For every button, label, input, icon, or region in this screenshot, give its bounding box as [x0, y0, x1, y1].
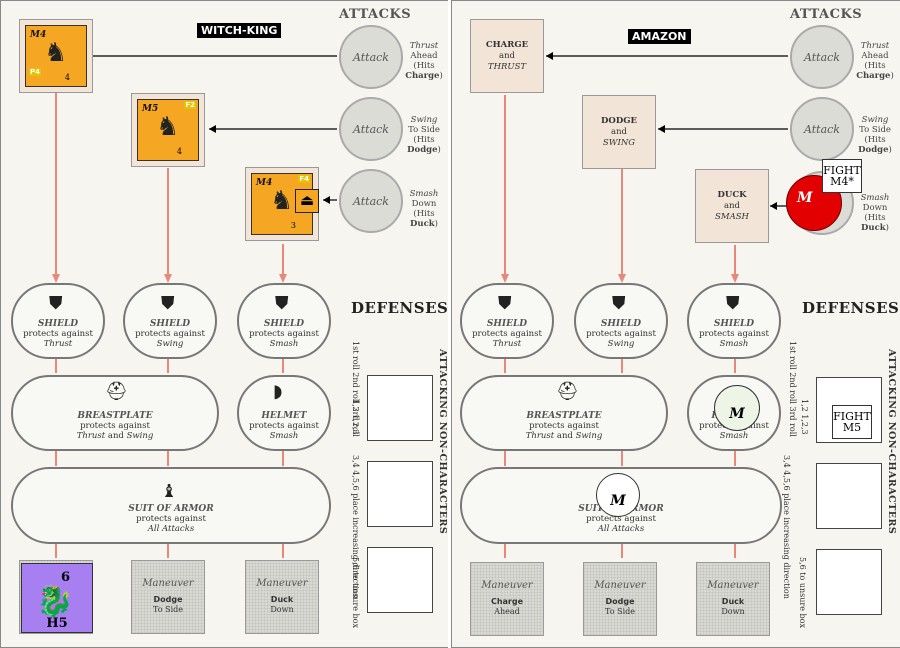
character-name: WITCH-KING: [197, 23, 282, 38]
roll-2-values: 3,4 4,5,6 place increasing direction: [351, 455, 360, 599]
roll-2-values: 3,4 4,5,6 place increasing direction: [782, 455, 791, 599]
counter-m5-f2[interactable]: M5 F2 ♞ 4: [137, 99, 199, 161]
attacks-heading: ATTACKS: [339, 7, 412, 22]
knight-icon: ♞: [156, 112, 180, 142]
side-title: ATTACKING NON-CHARACTERS: [437, 349, 448, 535]
knight-icon: ♞: [44, 38, 68, 68]
roll-3-values: 5,6 to unsure box: [351, 557, 360, 628]
attack-circle-swing[interactable]: Attack: [339, 97, 403, 161]
attack-circle-swing[interactable]: Attack: [790, 97, 854, 161]
shield-icon: ⛊: [161, 293, 175, 314]
shield-icon: ⛊: [49, 293, 63, 314]
side-box-3[interactable]: [367, 547, 433, 613]
shield-icon: ⛊: [726, 293, 740, 314]
attack-circle-thrust[interactable]: Attack: [790, 25, 854, 89]
counter-m4-p4[interactable]: M4 P4 ♞ 4: [25, 25, 87, 87]
defenses-heading: DEFENSES: [802, 299, 900, 317]
knight-icon: ♞: [270, 186, 294, 216]
breastplate-icon: ⛑: [105, 381, 128, 402]
board-divider: [448, 0, 451, 648]
suit-of-armor-icon: ♝: [161, 481, 178, 502]
roll-1-values: 1,2 1,2,3: [800, 399, 809, 435]
roll-3-values: 5,6 to unsure box: [798, 557, 807, 628]
side-box-2[interactable]: [367, 461, 433, 527]
side-title: ATTACKING NON-CHARACTERS: [886, 349, 897, 535]
character-name: AMAZON: [628, 29, 691, 44]
roll-1-values: 1,2 1,2,3: [351, 399, 360, 435]
helmet-armor-chit[interactable]: M: [714, 385, 760, 431]
monster-icon: 🐉: [36, 584, 74, 619]
attack-circle-thrust[interactable]: Attack: [339, 25, 403, 89]
roll-labels: 1st roll 2nd roll 3rd roll: [788, 341, 797, 437]
helmet-icon: ◗: [273, 381, 283, 402]
smash-marker-icon[interactable]: ⏏: [295, 189, 319, 213]
shield-icon: ⛊: [612, 293, 626, 314]
side-box-3[interactable]: [816, 549, 882, 615]
attack-circle-smash[interactable]: Attack: [339, 169, 403, 233]
side-box-1[interactable]: [367, 375, 433, 441]
side-box-2[interactable]: [816, 463, 882, 529]
roll-labels: 1st roll 2nd roll 3rd roll: [351, 341, 360, 437]
attacks-heading: ATTACKS: [790, 7, 863, 22]
breastplate-armor-chit[interactable]: M: [596, 473, 640, 517]
breastplate-icon: ⛑: [556, 381, 579, 402]
monster-counter-h5[interactable]: 6 🐉 H5: [21, 563, 93, 633]
shield-icon: ⛊: [498, 293, 512, 314]
shield-icon: ⛊: [275, 293, 289, 314]
defenses-heading: DEFENSES: [351, 299, 449, 317]
